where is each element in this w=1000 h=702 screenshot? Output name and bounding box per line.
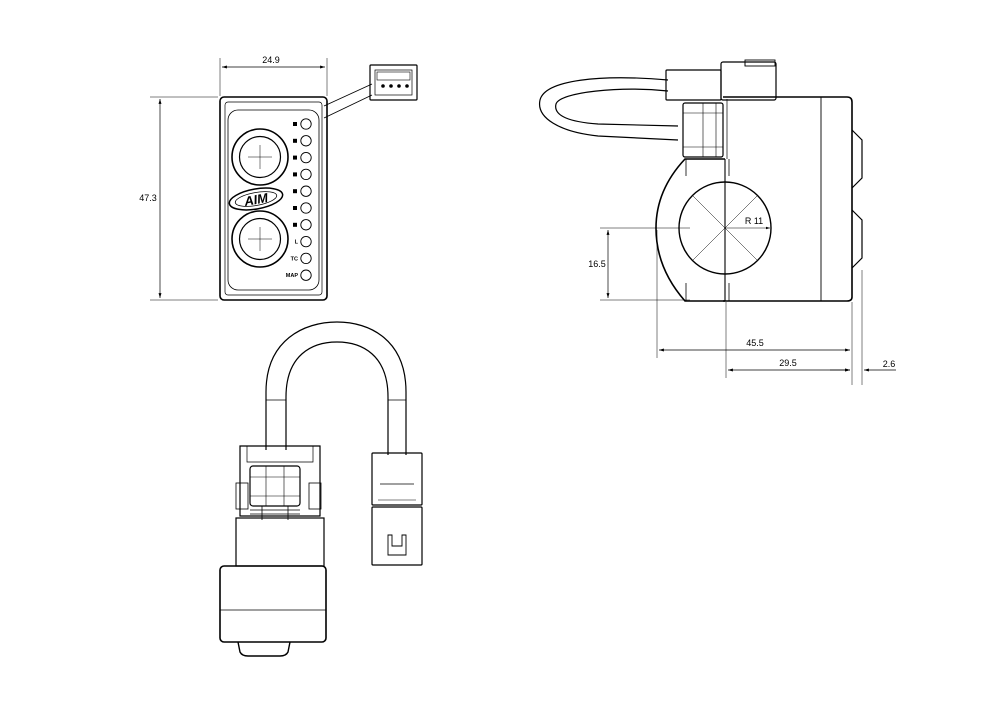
led-5 <box>300 185 312 197</box>
side-button-upper <box>851 129 863 189</box>
led-label-8: L <box>295 240 299 246</box>
led-label-10: MAP <box>286 273 299 279</box>
front-knob-upper-outer <box>231 128 289 186</box>
bottom-connector-lower <box>371 506 423 566</box>
side-button-lower <box>851 209 863 269</box>
bottom-base-tab <box>237 641 291 657</box>
led-symbol-5 <box>293 189 297 194</box>
led-symbol-2 <box>293 138 297 143</box>
clamp-height-label: 16.5 <box>588 259 606 269</box>
led-symbol-3 <box>293 155 297 160</box>
body-length-label: 29.5 <box>779 358 797 368</box>
bottom-view <box>219 321 423 657</box>
aim-logo-text: AIM <box>242 190 270 209</box>
led-2 <box>300 135 312 147</box>
bottom-cable-nut <box>249 465 301 507</box>
led-8 <box>300 235 312 248</box>
led-symbol-6 <box>293 206 297 210</box>
front-view <box>150 58 418 301</box>
led-4 <box>300 168 312 181</box>
overall-length-label: 45.5 <box>746 338 764 348</box>
led-1 <box>300 118 312 130</box>
led-7 <box>300 219 312 231</box>
bottom-connector-upper <box>371 452 423 506</box>
front-body-outline <box>219 96 328 301</box>
led-symbol-1 <box>293 122 297 126</box>
bottom-housing-upper <box>239 445 321 517</box>
front-connector <box>369 64 418 101</box>
side-body-outline <box>723 96 853 302</box>
led-6 <box>300 202 312 214</box>
led-symbol-7 <box>293 222 297 227</box>
led-symbol-4 <box>293 172 297 177</box>
radius-label: R 11 <box>745 216 763 226</box>
side-view <box>539 59 896 385</box>
front-height-label: 47.3 <box>139 193 157 203</box>
side-clamp-outline <box>655 158 725 302</box>
led-9 <box>300 252 312 265</box>
front-faceplate <box>227 109 320 291</box>
button-offset-label: 2.6 <box>883 359 896 369</box>
led-label-9: TC <box>291 256 298 262</box>
led-10 <box>300 269 312 281</box>
front-width-label: 24.9 <box>262 55 280 65</box>
led-indicator-column: L TC MAP <box>286 118 312 281</box>
bottom-housing-lower <box>219 565 327 643</box>
front-knob-lower-outer <box>231 210 289 268</box>
led-3 <box>300 151 312 164</box>
aim-logo-mark <box>228 187 284 211</box>
